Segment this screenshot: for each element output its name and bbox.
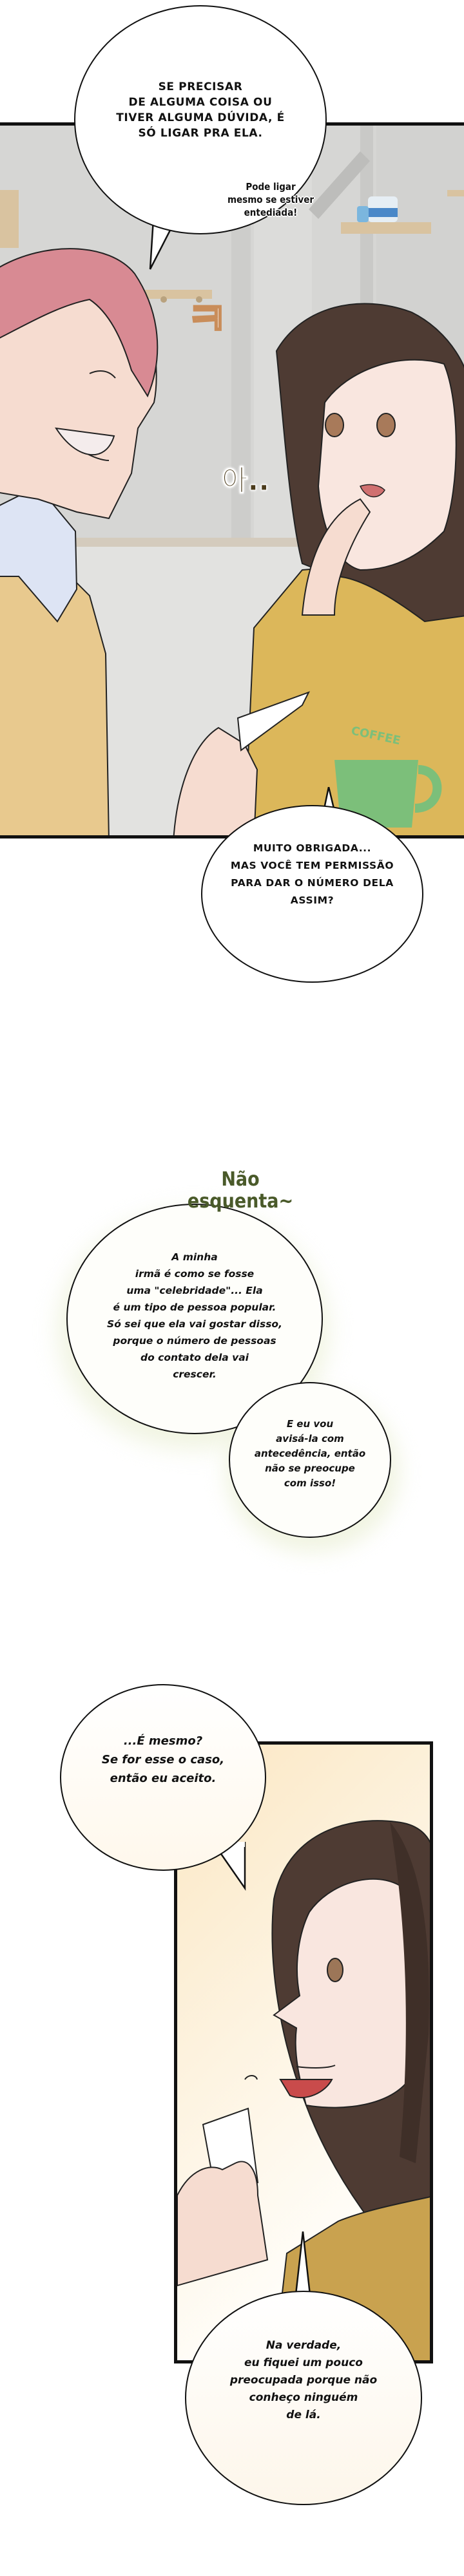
floating-text: Não esquenta~ — [187, 1168, 294, 1213]
bubble-6-tail — [295, 2231, 311, 2296]
panel-1-art: COFFEE — [0, 126, 464, 835]
panel-1: COFFEE ㅋ 아.. — [0, 122, 464, 838]
aside-text: Pode ligar mesmo se estiver entediada! — [227, 181, 314, 218]
speech-bubble-2-text: MUITO OBRIGADA... MAS VOCÊ TEM PERMISSÃO… — [230, 842, 394, 906]
speech-bubble-1: SE PRECISAR DE ALGUMA COISA OU TIVER ALG… — [74, 5, 327, 234]
speech-bubble-4-text: E eu vou avisá-la com antecedência, entã… — [254, 1417, 366, 1489]
speech-bubble-6-text: Na verdade, eu fiquei um pouco preocupad… — [229, 2338, 378, 2421]
speech-bubble-3-text: A minha irmã é como se fosse uma "celebr… — [107, 1251, 282, 1380]
speech-bubble-5: ...É mesmo? Se for esse o caso, então eu… — [60, 1684, 266, 1871]
speech-bubble-2: MUITO OBRIGADA... MAS VOCÊ TEM PERMISSÃO… — [201, 805, 423, 983]
speech-bubble-5-text: ...É mesmo? Se for esse o caso, então eu… — [101, 1734, 225, 1785]
sfx-ah: 아.. — [222, 464, 270, 498]
speech-bubble-1-text: SE PRECISAR DE ALGUMA COISA OU TIVER ALG… — [116, 80, 285, 140]
panel-3-art — [177, 1820, 430, 2360]
sfx-giggle: ㅋ — [185, 292, 228, 347]
speech-bubble-4: E eu vou avisá-la com antecedência, entã… — [229, 1382, 391, 1538]
speech-bubble-6: Na verdade, eu fiquei um pouco preocupad… — [185, 2291, 422, 2505]
